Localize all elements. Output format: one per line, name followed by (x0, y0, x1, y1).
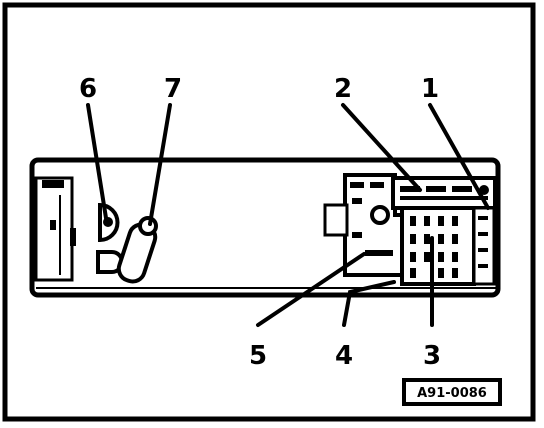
antenna-socket-7 (116, 216, 158, 284)
leader-line-5 (256, 252, 366, 327)
leader-line-6 (86, 103, 108, 220)
callout-label-1: 1 (421, 74, 439, 104)
callout-label-5: 5 (249, 341, 267, 371)
callout-label-2: 2 (334, 74, 352, 104)
iso-connector-3 (400, 206, 476, 286)
callout-label-7: 7 (164, 74, 182, 104)
left-mounting-bracket (34, 176, 76, 282)
figure-reference-text: A91-0086 (417, 386, 487, 401)
callout-label-6: 6 (79, 74, 97, 104)
leader-line-4 (342, 280, 396, 327)
callout-label-3: 3 (423, 341, 441, 371)
round-socket-6 (96, 202, 124, 274)
right-connector-1 (472, 206, 496, 286)
leader-line-7 (148, 103, 172, 226)
leader-line-1 (428, 103, 490, 210)
callout-label-4: 4 (335, 341, 353, 371)
leader-lines (86, 103, 490, 327)
figure-reference-box: A91-0086 (402, 378, 502, 406)
leader-line-2 (341, 103, 422, 192)
